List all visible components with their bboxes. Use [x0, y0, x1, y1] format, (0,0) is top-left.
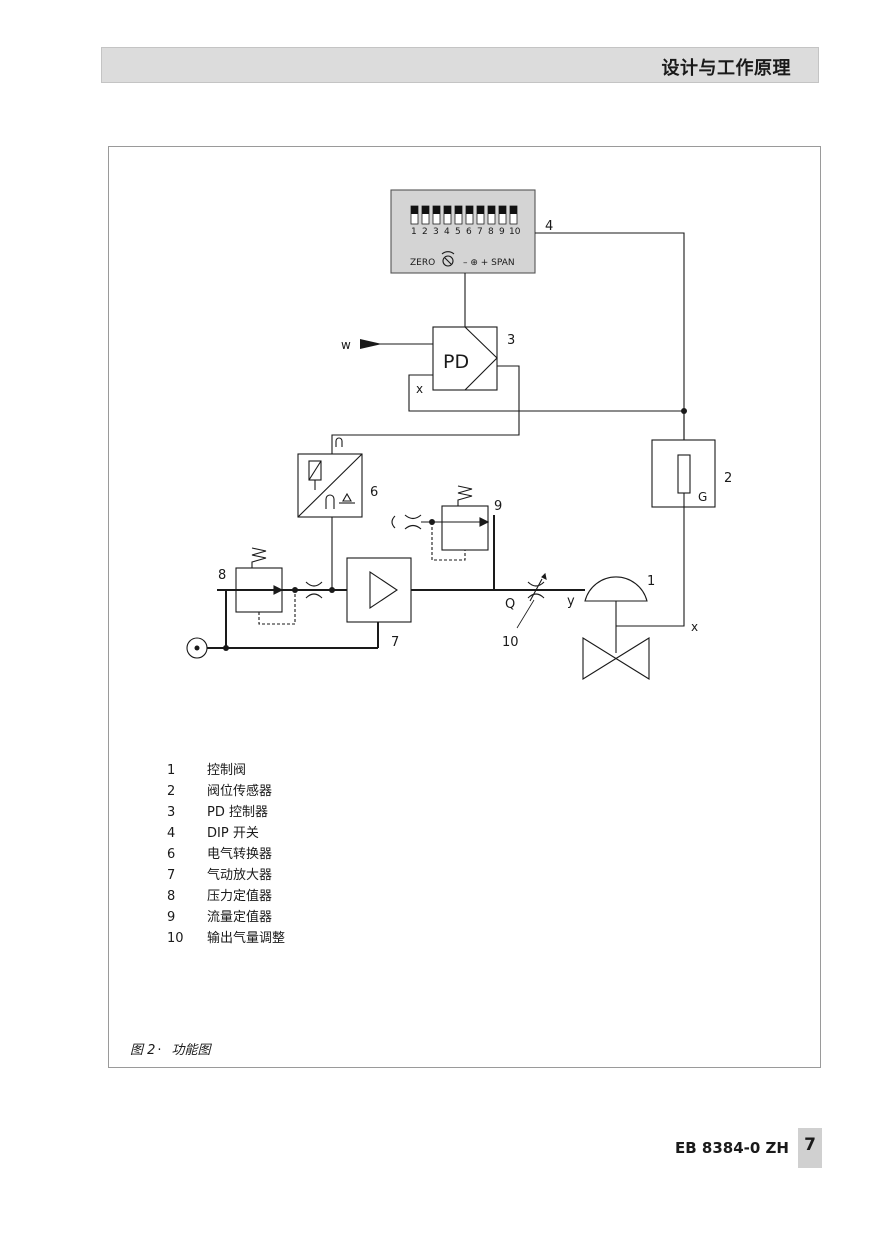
pd-label: PD [443, 351, 469, 373]
legend-text: 阀位传感器 [207, 784, 273, 799]
dip-number: 9 [499, 227, 505, 237]
callout-9: 9 [494, 499, 502, 514]
dip-number: 6 [466, 227, 472, 237]
dip-switch-box [390, 189, 536, 274]
legend-number: 6 [167, 847, 176, 862]
legend-number: 10 [167, 931, 184, 946]
legend-text: 控制阀 [207, 763, 247, 778]
ip-converter-box [297, 453, 363, 518]
legend-text: 气动放大器 [207, 868, 273, 883]
legend-number: 3 [167, 805, 176, 820]
q-label: Q [505, 597, 515, 612]
dip-number: 4 [444, 227, 450, 237]
w-input-arrow [360, 339, 382, 349]
legend-text: 压力定值器 [207, 889, 273, 904]
callout-8: 8 [218, 568, 226, 583]
document-number: EB 8384-0 ZH [675, 1139, 789, 1157]
figure-frame [108, 146, 821, 1068]
amplifier-triangle [369, 570, 398, 610]
dip-number: 7 [477, 227, 483, 237]
legend-number: 7 [167, 868, 176, 883]
legend-item: 9 流量定值器 [167, 907, 285, 928]
legend-number: 4 [167, 826, 176, 841]
callout-1: 1 [647, 574, 655, 589]
callout-3: 3 [507, 333, 515, 348]
callout-2: 2 [724, 471, 732, 486]
legend-item: 6 电气转换器 [167, 844, 285, 865]
legend-number: 2 [167, 784, 176, 799]
callout-4: 4 [545, 219, 553, 234]
legend-item: 4 DIP 开关 [167, 823, 285, 844]
legend-text: PD 控制器 [207, 805, 268, 820]
legend-item: 8 压力定值器 [167, 886, 285, 907]
callout-10: 10 [502, 635, 519, 650]
legend-item: 10 输出气量调整 [167, 928, 285, 949]
legend-item: 1 控制阀 [167, 760, 285, 781]
callout-7: 7 [391, 635, 399, 650]
zero-knob-icon [441, 251, 455, 267]
pneumatic-amplifier-box [346, 557, 412, 623]
legend: 1 控制阀 2 阀位传感器 3 PD 控制器 4 DIP 开关 6 电气转换器 7 气动放大… [167, 760, 285, 949]
dip-number: 1 [411, 227, 417, 237]
x-label-valve: x [691, 620, 698, 634]
caption-separator: · [157, 1043, 162, 1058]
w-label: w [341, 338, 351, 352]
valve-body [582, 637, 650, 680]
legend-text: 输出气量调整 [207, 931, 286, 946]
caption-title: 功能图 [171, 1043, 211, 1058]
section-title: 设计与工作原理 [661, 58, 791, 79]
valve-actuator [584, 576, 648, 602]
callout-6: 6 [370, 485, 378, 500]
x-label-controller: x [416, 382, 423, 396]
dip-switches [410, 205, 518, 225]
g-label: G [698, 490, 707, 504]
legend-text: 流量定值器 [207, 910, 273, 925]
restrictor-10 [527, 572, 547, 602]
header-bar: 设计与工作原理 [101, 47, 819, 83]
flow-regulator-box [441, 505, 489, 551]
span-label: – ⊕ + SPAN [463, 258, 515, 268]
dip-number: 8 [488, 227, 494, 237]
dip-number: 5 [455, 227, 461, 237]
dip-number: 10 [509, 227, 521, 237]
page-number: 7 [798, 1128, 822, 1168]
figure-caption: 图 2· 功能图 [130, 1039, 211, 1058]
legend-text: DIP 开关 [207, 826, 259, 841]
zero-label: ZERO [410, 258, 435, 268]
legend-item: 7 气动放大器 [167, 865, 285, 886]
y-label: y [567, 594, 575, 609]
dip-number: 2 [422, 227, 428, 237]
dip-number: 3 [433, 227, 439, 237]
legend-number: 8 [167, 889, 176, 904]
legend-item: 2 阀位传感器 [167, 781, 285, 802]
restrictor-8 [305, 581, 323, 599]
legend-number: 9 [167, 910, 176, 925]
legend-item: 3 PD 控制器 [167, 802, 285, 823]
caption-label: 图 2 [130, 1043, 156, 1058]
legend-text: 电气转换器 [207, 847, 273, 862]
legend-number: 1 [167, 763, 176, 778]
